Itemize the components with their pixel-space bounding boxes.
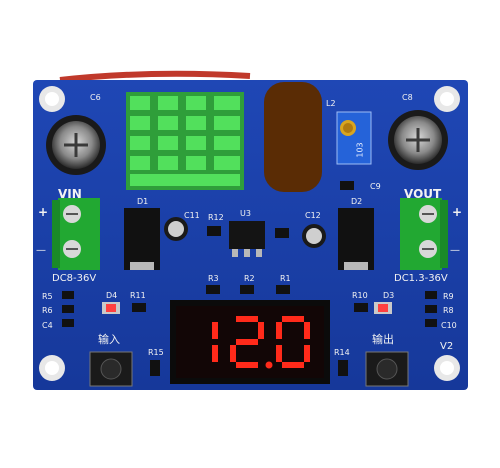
r14-label: R14 <box>334 348 350 357</box>
r11-label: R11 <box>130 291 146 300</box>
output-terminal-block[interactable] <box>400 198 448 270</box>
display-segment <box>304 322 310 339</box>
mounting-hole <box>434 86 460 112</box>
l2-label: L2 <box>326 99 336 108</box>
u3-label: U3 <box>240 209 251 218</box>
diode-d1 <box>124 208 160 270</box>
vout-label: VOUT <box>404 187 442 201</box>
vin-label: VIN <box>58 187 82 201</box>
r6-label: R6 <box>42 306 53 315</box>
r1-label: R1 <box>280 274 291 283</box>
vout-range-label: DC1.3-36V <box>394 273 448 284</box>
output-push-button[interactable] <box>365 351 409 387</box>
input-terminal-block[interactable] <box>52 198 100 270</box>
led-d4 <box>102 302 120 314</box>
display-segment <box>304 345 310 362</box>
electrolytic-capacitor-c8 <box>388 110 448 170</box>
d4-label: D4 <box>106 291 118 300</box>
display-segment <box>230 345 236 362</box>
input-push-button[interactable] <box>89 351 133 387</box>
display-segment <box>212 322 218 339</box>
r8-label: R8 <box>443 306 454 315</box>
diode-d2 <box>338 208 374 270</box>
c9-label: C9 <box>370 182 381 191</box>
display-segment <box>212 345 218 362</box>
output-plus-label: + <box>452 205 463 219</box>
inductor-coil <box>264 82 322 192</box>
r9-label: R9 <box>443 292 454 301</box>
vin-range-label: DC8-36V <box>52 273 97 284</box>
c11-label: C11 <box>184 211 200 220</box>
input-chinese-label: 输入 <box>98 333 120 346</box>
display-segment <box>276 322 282 339</box>
r12-label: R12 <box>208 213 224 222</box>
d2-label: D2 <box>351 197 363 206</box>
mounting-hole <box>434 355 460 381</box>
input-minus-label: — <box>36 245 46 256</box>
c4-label: C4 <box>42 321 53 330</box>
output-chinese-label: 输出 <box>372 333 394 346</box>
red-wire <box>59 70 251 83</box>
display-segment <box>276 345 282 362</box>
c8-label: C8 <box>402 93 413 102</box>
v2-label: V2 <box>440 341 454 352</box>
mounting-hole <box>39 86 65 112</box>
display-segment <box>236 316 258 322</box>
d3-label: D3 <box>383 291 395 300</box>
display-digits <box>212 316 310 369</box>
potentiometer[interactable] <box>336 111 372 165</box>
c12-label: C12 <box>305 211 321 220</box>
mounting-hole <box>39 355 65 381</box>
input-plus-label: + <box>38 205 49 219</box>
heatsink <box>126 92 244 190</box>
seven-segment-display <box>170 300 330 384</box>
d1-label: D1 <box>137 197 149 206</box>
r10-label: R10 <box>352 291 368 300</box>
r5-label: R5 <box>42 292 53 301</box>
display-decimal-point <box>265 361 273 369</box>
chip-u3 <box>229 221 265 257</box>
display-segment <box>258 322 264 339</box>
display-segment <box>282 362 304 368</box>
small-capacitor-c12 <box>302 224 326 248</box>
led-d3 <box>374 302 392 314</box>
display-segment <box>282 316 304 322</box>
smd-components <box>62 181 437 376</box>
r3-label: R3 <box>208 274 219 283</box>
r2-label: R2 <box>244 274 255 283</box>
display-segment <box>236 339 258 345</box>
electrolytic-capacitor-c6 <box>46 115 106 175</box>
r15-label: R15 <box>148 348 164 357</box>
small-capacitor-c11 <box>164 217 188 241</box>
display-segment <box>236 362 258 368</box>
output-minus-label: — <box>450 245 460 256</box>
potentiometer-marking: 103 <box>355 142 365 158</box>
c6-label: C6 <box>90 93 101 102</box>
c10-label: C10 <box>441 321 457 330</box>
